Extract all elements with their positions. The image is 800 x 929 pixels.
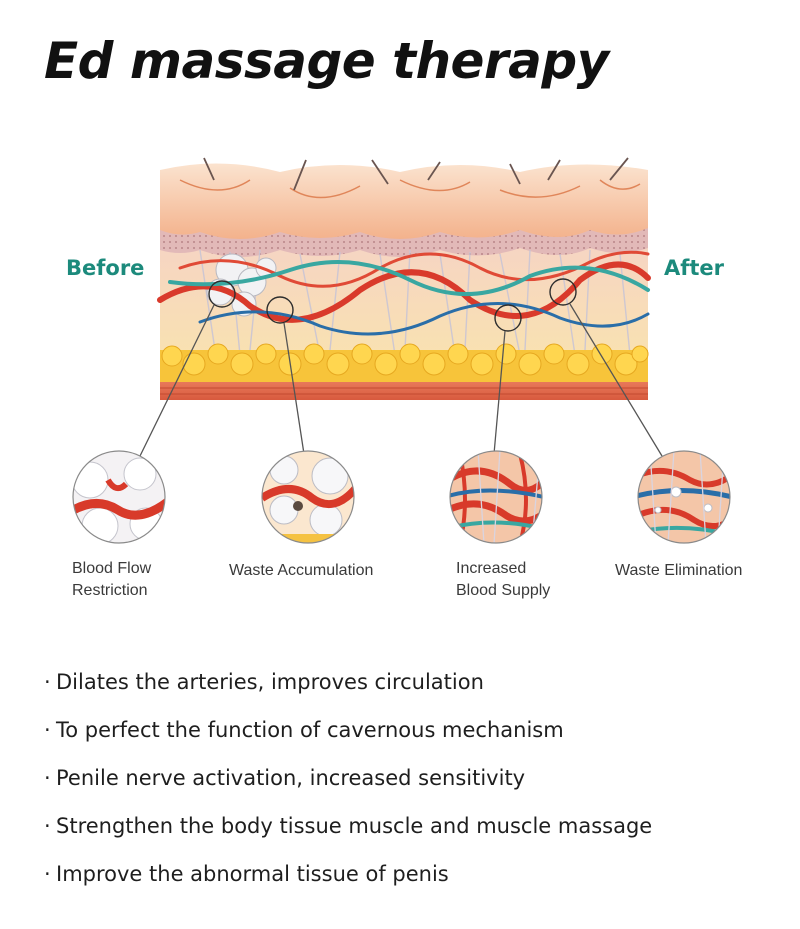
bullet-marker: · [44,814,51,838]
list-item: ·Improve the abnormal tissue of penis [44,856,652,904]
list-item: ·Dilates the arteries, improves circulat… [44,664,652,712]
focus-circle-4 [549,278,577,306]
page-title: Ed massage therapy [44,32,609,90]
list-item: ·To perfect the function of cavernous me… [44,712,652,760]
after-label: After [664,256,725,280]
blood-vessels [157,250,651,336]
focus-circle-3 [494,304,522,332]
benefits-list: ·Dilates the arteries, improves circulat… [44,664,652,904]
bullet-marker: · [44,766,51,790]
bullet-text: To perfect the function of cavernous mec… [56,718,564,742]
bullet-text: Improve the abnormal tissue of penis [56,862,449,886]
caption-line: Increased [456,560,527,577]
caption-waste-accumulation: Waste Accumulation [229,560,373,582]
bullet-text: Strengthen the body tissue muscle and mu… [56,814,653,838]
caption-line: Blood Flow [72,560,152,577]
leader-line-2 [283,322,305,455]
bullet-marker: · [44,670,51,694]
focus-circle-2 [266,296,294,324]
focus-circle-1 [208,280,236,308]
caption-blood-flow-restriction: Blood Flow Restriction [72,558,151,602]
leader-line-3 [493,330,506,455]
basal-layer [160,228,648,257]
caption-line: Waste Accumulation [229,562,374,579]
bullet-marker: · [44,718,51,742]
zoom-increased-blood-supply [449,450,543,544]
zoom-circles [72,450,731,544]
caption-waste-elimination: Waste Elimination [615,560,742,582]
skin-cross-section-illustration [139,157,663,457]
caption-line: Restriction [72,582,148,599]
muscle-layer [160,382,648,400]
caption-line: Waste Elimination [615,562,743,579]
bullet-text: Penile nerve activation, increased sensi… [56,766,526,790]
epidermis-layer [160,163,648,242]
list-item: ·Strengthen the body tissue muscle and m… [44,808,652,856]
leader-line-4 [569,303,663,457]
zoom-waste-accumulation [261,450,355,544]
caption-line: Blood Supply [456,582,551,599]
list-item: ·Penile nerve activation, increased sens… [44,760,652,808]
before-label: Before [66,256,145,280]
bullet-marker: · [44,862,51,886]
bullet-text: Dilates the arteries, improves circulati… [56,670,484,694]
zoom-waste-elimination [637,450,731,544]
leader-line-1 [139,304,215,457]
caption-increased-blood-supply: Increased Blood Supply [456,558,550,602]
zoom-blood-flow-restriction [72,450,166,544]
